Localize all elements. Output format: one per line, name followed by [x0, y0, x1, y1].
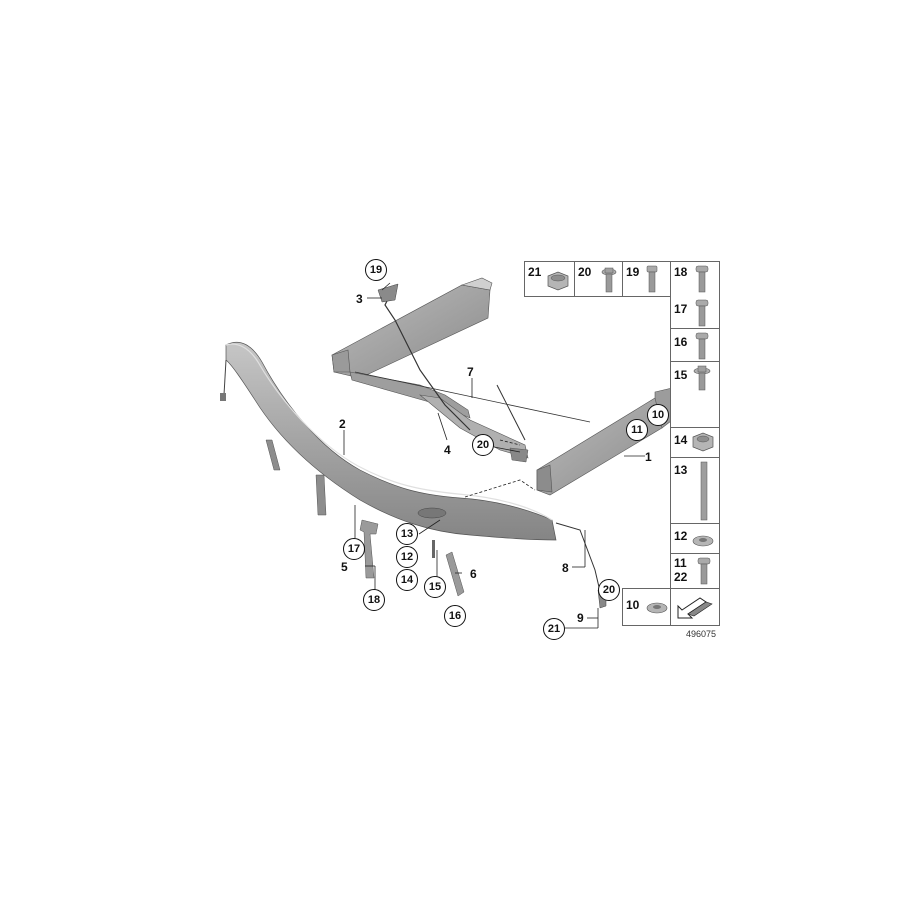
- table-cell-21[interactable]: 21: [525, 262, 575, 296]
- callout-16[interactable]: 16: [444, 605, 466, 627]
- bolt-icon: [695, 299, 709, 327]
- table-cell-12[interactable]: 12: [671, 524, 719, 554]
- washer-icon: [692, 535, 714, 547]
- bumper-carrier-part-2: [220, 341, 557, 541]
- washer-icon: [646, 602, 668, 614]
- callout-17[interactable]: 17: [343, 538, 365, 560]
- parts-table-upper-column: 17 16 15: [670, 296, 720, 428]
- view-arrow-icon: [677, 597, 713, 619]
- callout-14[interactable]: 14: [396, 569, 418, 591]
- leader-lines: [343, 282, 645, 629]
- reference-number: 496075: [686, 629, 717, 639]
- callout-20-bottom[interactable]: 20: [598, 579, 620, 601]
- label-2: 2: [339, 417, 346, 431]
- table-cell-16[interactable]: 16: [671, 329, 719, 362]
- bolt-icon: [697, 557, 711, 585]
- small-bolt-icon: [646, 265, 658, 293]
- bracket-part-6: [432, 540, 465, 597]
- label-3: 3: [356, 292, 363, 306]
- callout-15[interactable]: 15: [424, 576, 446, 598]
- callout-19[interactable]: 19: [365, 259, 387, 281]
- callout-12[interactable]: 12: [396, 546, 418, 568]
- callout-20-top[interactable]: 20: [472, 434, 494, 456]
- callout-18[interactable]: 18: [363, 589, 385, 611]
- callout-11[interactable]: 11: [626, 419, 648, 441]
- table-cell-10[interactable]: 10: [623, 589, 671, 625]
- table-cell-13[interactable]: 13: [671, 458, 719, 524]
- bracket-part-5: [359, 519, 379, 579]
- table-cell-17[interactable]: 17: [671, 296, 719, 329]
- cables: [354, 283, 607, 609]
- parts-table-bottom-row: 10: [622, 588, 720, 626]
- label-1: 1: [645, 450, 652, 464]
- table-cell-18[interactable]: 18: [671, 262, 719, 296]
- table-cell-15[interactable]: 15: [671, 362, 719, 396]
- long-stud-icon: [700, 461, 708, 521]
- hex-nut-icon: [547, 271, 569, 291]
- parts-table-top-row: 21 20 19 18: [524, 261, 720, 297]
- bolt-icon: [695, 332, 709, 360]
- callout-10[interactable]: 10: [647, 404, 669, 426]
- view-direction-cell: [671, 589, 719, 625]
- table-cell-20[interactable]: 20: [575, 262, 623, 296]
- upper-side-member: [331, 277, 529, 463]
- label-5: 5: [341, 560, 348, 574]
- flange-bolt-icon: [601, 267, 617, 293]
- callout-13[interactable]: 13: [396, 523, 418, 545]
- label-6: 6: [470, 567, 477, 581]
- label-7: 7: [467, 365, 474, 379]
- callout-21[interactable]: 21: [543, 618, 565, 640]
- table-cell-14[interactable]: 14: [671, 428, 719, 458]
- hex-nut-icon: [692, 432, 714, 452]
- bolt-icon: [695, 265, 709, 293]
- flange-bolt-icon: [693, 365, 711, 391]
- label-8: 8: [562, 561, 569, 575]
- label-4: 4: [444, 443, 451, 457]
- label-9: 9: [577, 611, 584, 625]
- table-cell-19[interactable]: 19: [623, 262, 671, 296]
- table-cell-11-22[interactable]: 11 22: [671, 554, 719, 588]
- parts-table-lower-column: 14 13 12 11 22: [670, 427, 720, 589]
